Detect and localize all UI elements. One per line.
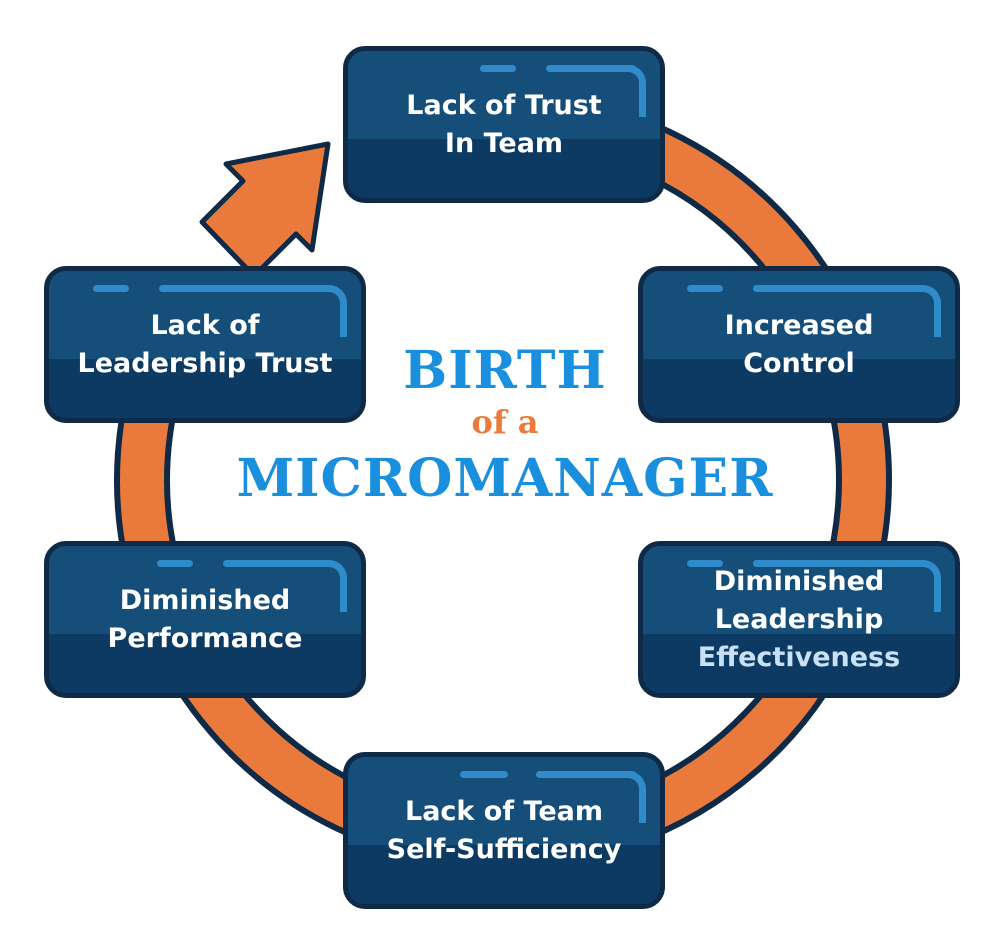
node-label-line: Leadership — [714, 603, 884, 635]
node-label-line: Performance — [107, 622, 303, 654]
node-label: Lack of Trust In Team — [348, 87, 660, 163]
highlight-dash — [223, 560, 323, 567]
node-lack-of-team-self-sufficiency: Lack of Team Self-Sufficiency — [343, 752, 665, 909]
node-label-line: Leadership Trust — [77, 347, 333, 379]
highlight-dash — [536, 771, 636, 778]
node-increased-control: Increased Control — [638, 266, 960, 423]
highlight-dash — [157, 560, 193, 567]
node-label-line: In Team — [444, 127, 564, 159]
node-label-line: Increased — [724, 309, 874, 341]
highlight-curve — [307, 560, 347, 612]
node-diminished-leadership-effectiveness: Diminished Leadership Effectiveness — [638, 541, 960, 698]
highlight-dash — [159, 285, 319, 292]
node-label-line: Lack of Trust — [406, 89, 602, 121]
node-label: Lack of Leadership Trust — [49, 307, 361, 383]
arrow-head-icon — [199, 141, 331, 279]
node-label-line: Self-Sufficiency — [386, 833, 622, 865]
title-birth: BIRTH — [403, 340, 607, 401]
highlight-curve — [606, 65, 646, 117]
node-label-line: Diminished — [119, 584, 291, 616]
node-label-line: Lack of — [150, 309, 260, 341]
highlight-curve — [606, 771, 646, 823]
highlight-dash — [480, 65, 516, 72]
highlight-dash — [460, 771, 508, 778]
node-label: Increased Control — [643, 307, 955, 383]
node-lack-of-leadership-trust: Lack of Leadership Trust — [44, 266, 366, 423]
highlight-curve — [307, 285, 347, 337]
node-label-line: Control — [743, 347, 855, 379]
node-label: Diminished Leadership Effectiveness — [643, 563, 955, 677]
highlight-curve — [901, 285, 941, 337]
node-label: Diminished Performance — [49, 582, 361, 658]
highlight-dash — [93, 285, 129, 292]
title-micromanager: MICROMANAGER — [236, 448, 774, 509]
node-label: Lack of Team Self-Sufficiency — [348, 793, 660, 869]
highlight-dash — [753, 560, 913, 567]
highlight-dash — [687, 560, 723, 567]
title-of-a: of a — [471, 403, 539, 441]
node-lack-of-trust-in-team: Lack of Trust In Team — [343, 46, 665, 203]
node-label-line: Effectiveness — [697, 641, 901, 673]
highlight-dash — [753, 285, 913, 292]
node-label-line: Diminished — [713, 565, 885, 597]
highlight-dash — [546, 65, 636, 72]
node-label-line: Lack of Team — [405, 795, 603, 827]
node-diminished-performance: Diminished Performance — [44, 541, 366, 698]
highlight-dash — [687, 285, 723, 292]
highlight-curve — [901, 560, 941, 612]
